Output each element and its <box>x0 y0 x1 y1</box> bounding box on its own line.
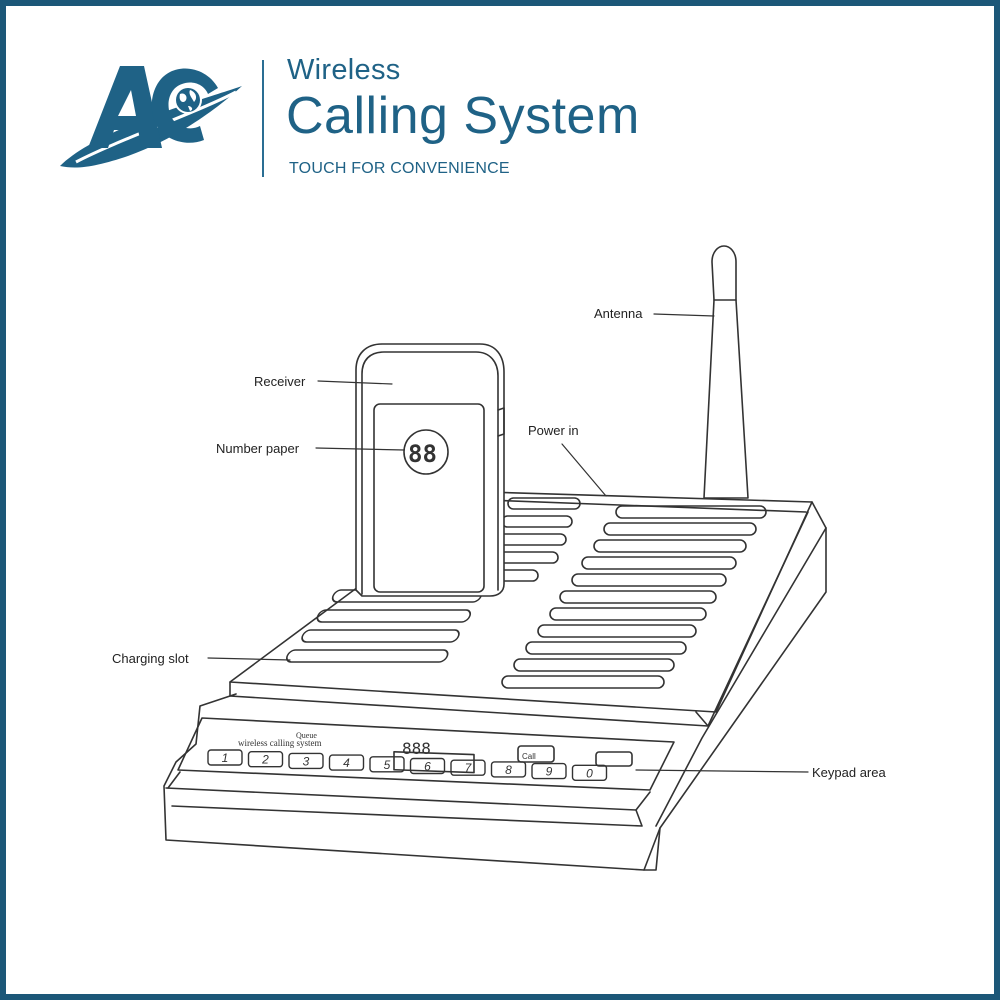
key-1-label: 1 <box>222 751 229 765</box>
key-8-label: 8 <box>505 763 512 777</box>
receiver <box>355 343 505 597</box>
callout-antenna: Antenna <box>594 306 643 321</box>
keypad: 1 2 3 4 5 6 7 8 9 0 <box>207 749 608 781</box>
device-model-text: wireless calling system <box>238 738 321 748</box>
callout-keypad-area: Keypad area <box>812 765 886 780</box>
brand-title-line2: Calling System <box>286 87 640 145</box>
callout-charging-slot: Charging slot <box>112 651 189 666</box>
brand-divider <box>262 60 264 177</box>
device-brand-text: Queue <box>296 731 317 740</box>
antenna <box>703 245 749 499</box>
key-8-button <box>490 761 527 778</box>
key-7-label: 7 <box>465 761 473 775</box>
base-display <box>393 750 475 774</box>
charging-slots-right <box>501 505 767 689</box>
key-3-button <box>288 752 324 770</box>
key-5-label: 5 <box>384 758 391 772</box>
key-5-button <box>369 756 405 773</box>
display-digits: 888 <box>402 739 431 758</box>
key-6-label: 6 <box>424 760 431 774</box>
call-key-label: Call <box>522 752 536 761</box>
brand-tagline: TOUCH FOR CONVENIENCE <box>289 160 510 177</box>
call-key <box>517 745 555 763</box>
key-9-button <box>531 762 567 780</box>
key-7-button <box>450 759 486 776</box>
callout-number-paper: Number paper <box>216 441 300 456</box>
ac-logo: AC <box>60 66 242 168</box>
key-3-label: 3 <box>303 754 310 768</box>
key-0-label: 0 <box>586 766 593 780</box>
key-4-label: 4 <box>343 756 350 770</box>
key-6-button <box>409 757 446 775</box>
key-1-button <box>207 749 243 766</box>
function-key <box>595 751 633 767</box>
key-2-button <box>247 751 284 768</box>
key-9-label: 9 <box>546 765 553 779</box>
receiver-number: 88 <box>408 440 437 468</box>
key-2-label: 2 <box>261 753 269 767</box>
callout-power-in: Power in <box>528 423 579 438</box>
callout-receiver: Receiver <box>254 374 306 389</box>
brand-title-line1: Wireless <box>287 54 401 86</box>
key-4-button <box>328 754 365 771</box>
key-0-button <box>571 764 608 781</box>
